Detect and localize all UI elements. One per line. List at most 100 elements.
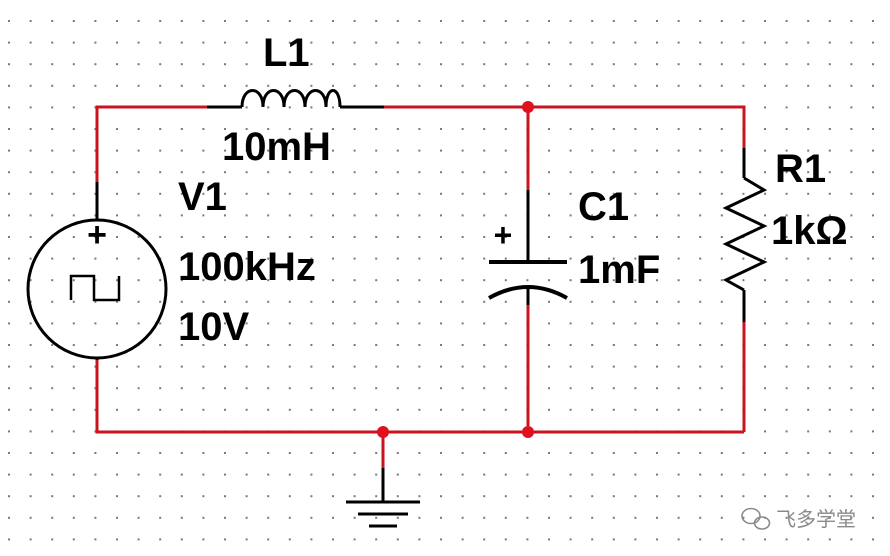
grid-dot xyxy=(202,538,205,541)
grid-dot xyxy=(634,495,637,498)
grid-dot xyxy=(785,257,788,260)
resistor-value-label: 1kΩ xyxy=(771,209,848,253)
grid-dot xyxy=(569,408,572,411)
grid-dot xyxy=(440,63,442,66)
grid-dot xyxy=(375,20,378,22)
grid-dot xyxy=(245,387,248,390)
grid-dot xyxy=(245,452,248,454)
grid-dot xyxy=(461,387,464,390)
grid-dot xyxy=(288,20,291,22)
grid-dot xyxy=(29,516,32,519)
grid-dot xyxy=(375,538,378,541)
grid-dot xyxy=(332,149,334,152)
grid-dot xyxy=(159,516,162,519)
grid-dot xyxy=(548,538,550,541)
source-amplitude-label: 10V xyxy=(178,305,249,349)
grid-dot xyxy=(288,300,291,303)
grid-dot xyxy=(8,84,10,87)
grid-dot xyxy=(396,149,399,152)
grid-dot xyxy=(245,214,248,217)
grid-dot xyxy=(332,20,334,22)
grid-dot xyxy=(764,408,766,411)
grid-dot xyxy=(526,516,529,519)
grid-dot xyxy=(699,20,702,22)
grid-dot xyxy=(159,365,162,368)
grid-dot xyxy=(699,63,702,66)
grid-dot xyxy=(94,387,97,390)
grid-dot xyxy=(591,236,594,238)
grid-dot xyxy=(94,279,97,282)
grid-dot xyxy=(418,473,421,476)
grid-dot xyxy=(504,63,507,66)
grid-dot xyxy=(202,473,205,476)
grid-dot xyxy=(612,41,615,44)
inductor-symbol[interactable] xyxy=(207,89,384,109)
grid-dot xyxy=(353,192,356,195)
grid-dot xyxy=(180,84,183,87)
grid-dot xyxy=(116,279,118,282)
grid-dot xyxy=(872,257,874,260)
grid-dot xyxy=(612,214,615,217)
wechat-icon xyxy=(741,507,771,530)
grid-dot xyxy=(764,387,766,390)
grid-dot xyxy=(656,495,658,498)
grid-dot xyxy=(245,408,248,411)
grid-dot xyxy=(202,495,205,498)
grid-dot xyxy=(699,128,702,130)
grid-dot xyxy=(785,84,788,87)
grid-dot xyxy=(51,300,54,303)
grid-dot xyxy=(828,452,831,454)
grid-dot xyxy=(159,236,162,238)
grid-dot xyxy=(51,387,54,390)
grid-dot xyxy=(677,41,680,44)
grid-dot xyxy=(245,171,248,174)
grid-dot xyxy=(677,84,680,87)
capacitor-symbol[interactable] xyxy=(488,190,568,305)
grid-dot xyxy=(872,516,874,519)
grid-dot xyxy=(137,300,140,303)
ground-symbol[interactable] xyxy=(346,468,420,528)
grid-dot xyxy=(332,214,334,217)
grid-dot xyxy=(483,171,486,174)
grid-dot xyxy=(504,192,507,195)
grid-dot xyxy=(526,63,529,66)
voltage-source-symbol[interactable] xyxy=(26,182,168,360)
grid-dot xyxy=(159,192,162,195)
grid-dot xyxy=(8,322,10,325)
grid-dot xyxy=(94,214,97,217)
grid-dot xyxy=(461,236,464,238)
grid-dot xyxy=(569,516,572,519)
grid-dot xyxy=(29,279,32,282)
grid-dot xyxy=(245,236,248,238)
grid-dot xyxy=(267,214,270,217)
grid-dot xyxy=(677,365,680,368)
grid-dot xyxy=(8,257,10,260)
inductor-value-label: 10mH xyxy=(222,125,331,169)
grid-dot xyxy=(375,192,378,195)
grid-dot xyxy=(72,322,75,325)
grid-dot xyxy=(872,106,874,109)
grid-dot xyxy=(569,41,572,44)
grid-dot xyxy=(51,106,54,109)
grid-dot xyxy=(288,214,291,217)
grid-dot xyxy=(526,84,529,87)
grid-dot xyxy=(850,408,853,411)
grid-dot xyxy=(202,41,205,44)
grid-dot xyxy=(72,192,75,195)
grid-dot xyxy=(548,495,550,498)
junction-dot xyxy=(522,426,534,438)
grid-dot xyxy=(440,149,442,152)
junctions xyxy=(377,101,534,438)
grid-dot xyxy=(850,149,853,152)
grid-dot xyxy=(720,192,723,195)
grid-dot xyxy=(267,192,270,195)
grid-dot xyxy=(418,192,421,195)
resistor-symbol[interactable] xyxy=(722,148,768,322)
grid-dot xyxy=(310,149,313,152)
grid-dot xyxy=(396,344,399,346)
grid-dot xyxy=(180,365,183,368)
grid-dot xyxy=(656,236,658,238)
grid-dot xyxy=(677,63,680,66)
grid-dot xyxy=(440,516,442,519)
